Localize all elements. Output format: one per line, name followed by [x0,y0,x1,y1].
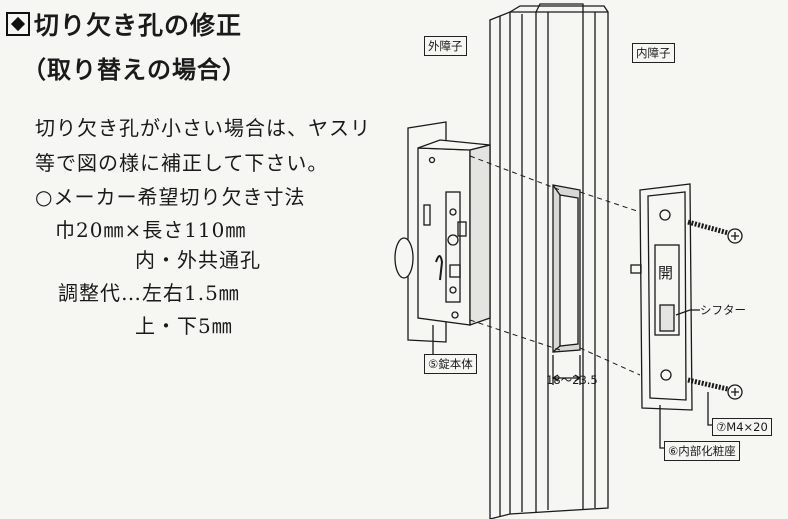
screw-label: ⑦M4×20 [712,418,772,436]
outer-panel-label: 外障子 [424,36,467,56]
instruction-line-2: 等で図の様に補正して下さい。 [35,151,329,175]
adjust-up-down: 上・下5㎜ [135,314,233,338]
adjust-left-right: 調整代…左右1.5㎜ [58,281,240,305]
title-row: 切り欠き孔の修正 [6,6,242,42]
instruction-line-1: 切り欠き孔が小さい場合は、ヤスリ [35,116,371,140]
cutout-note: 内・外共通孔 [135,248,261,272]
instruction-line-3: ○メーカー希望切り欠き寸法 [35,185,306,209]
page-title: 切り欠き孔の修正 [34,11,243,40]
dimension-marks [551,355,582,385]
diamond-bullet-icon [6,12,30,36]
cutout-hole [552,184,581,353]
open-mark: 開 [658,264,674,282]
alignment-lines [469,155,641,376]
shifter-label: シフター [700,303,746,317]
lock-body-part [417,139,491,326]
cutout-size: 巾20㎜×長さ110㎜ [55,218,247,242]
window-stile [489,3,609,519]
screws [687,219,743,400]
inner-plate-label: ⑥内部化粧座 [664,441,740,461]
inner-plate [630,183,693,411]
inner-panel-label: 内障子 [632,43,675,63]
lock-body-label: ⑤錠本体 [424,354,477,374]
dimension-label: 18～23.5 [546,373,598,387]
page-subtitle: （取り替えの場合） [22,56,247,84]
